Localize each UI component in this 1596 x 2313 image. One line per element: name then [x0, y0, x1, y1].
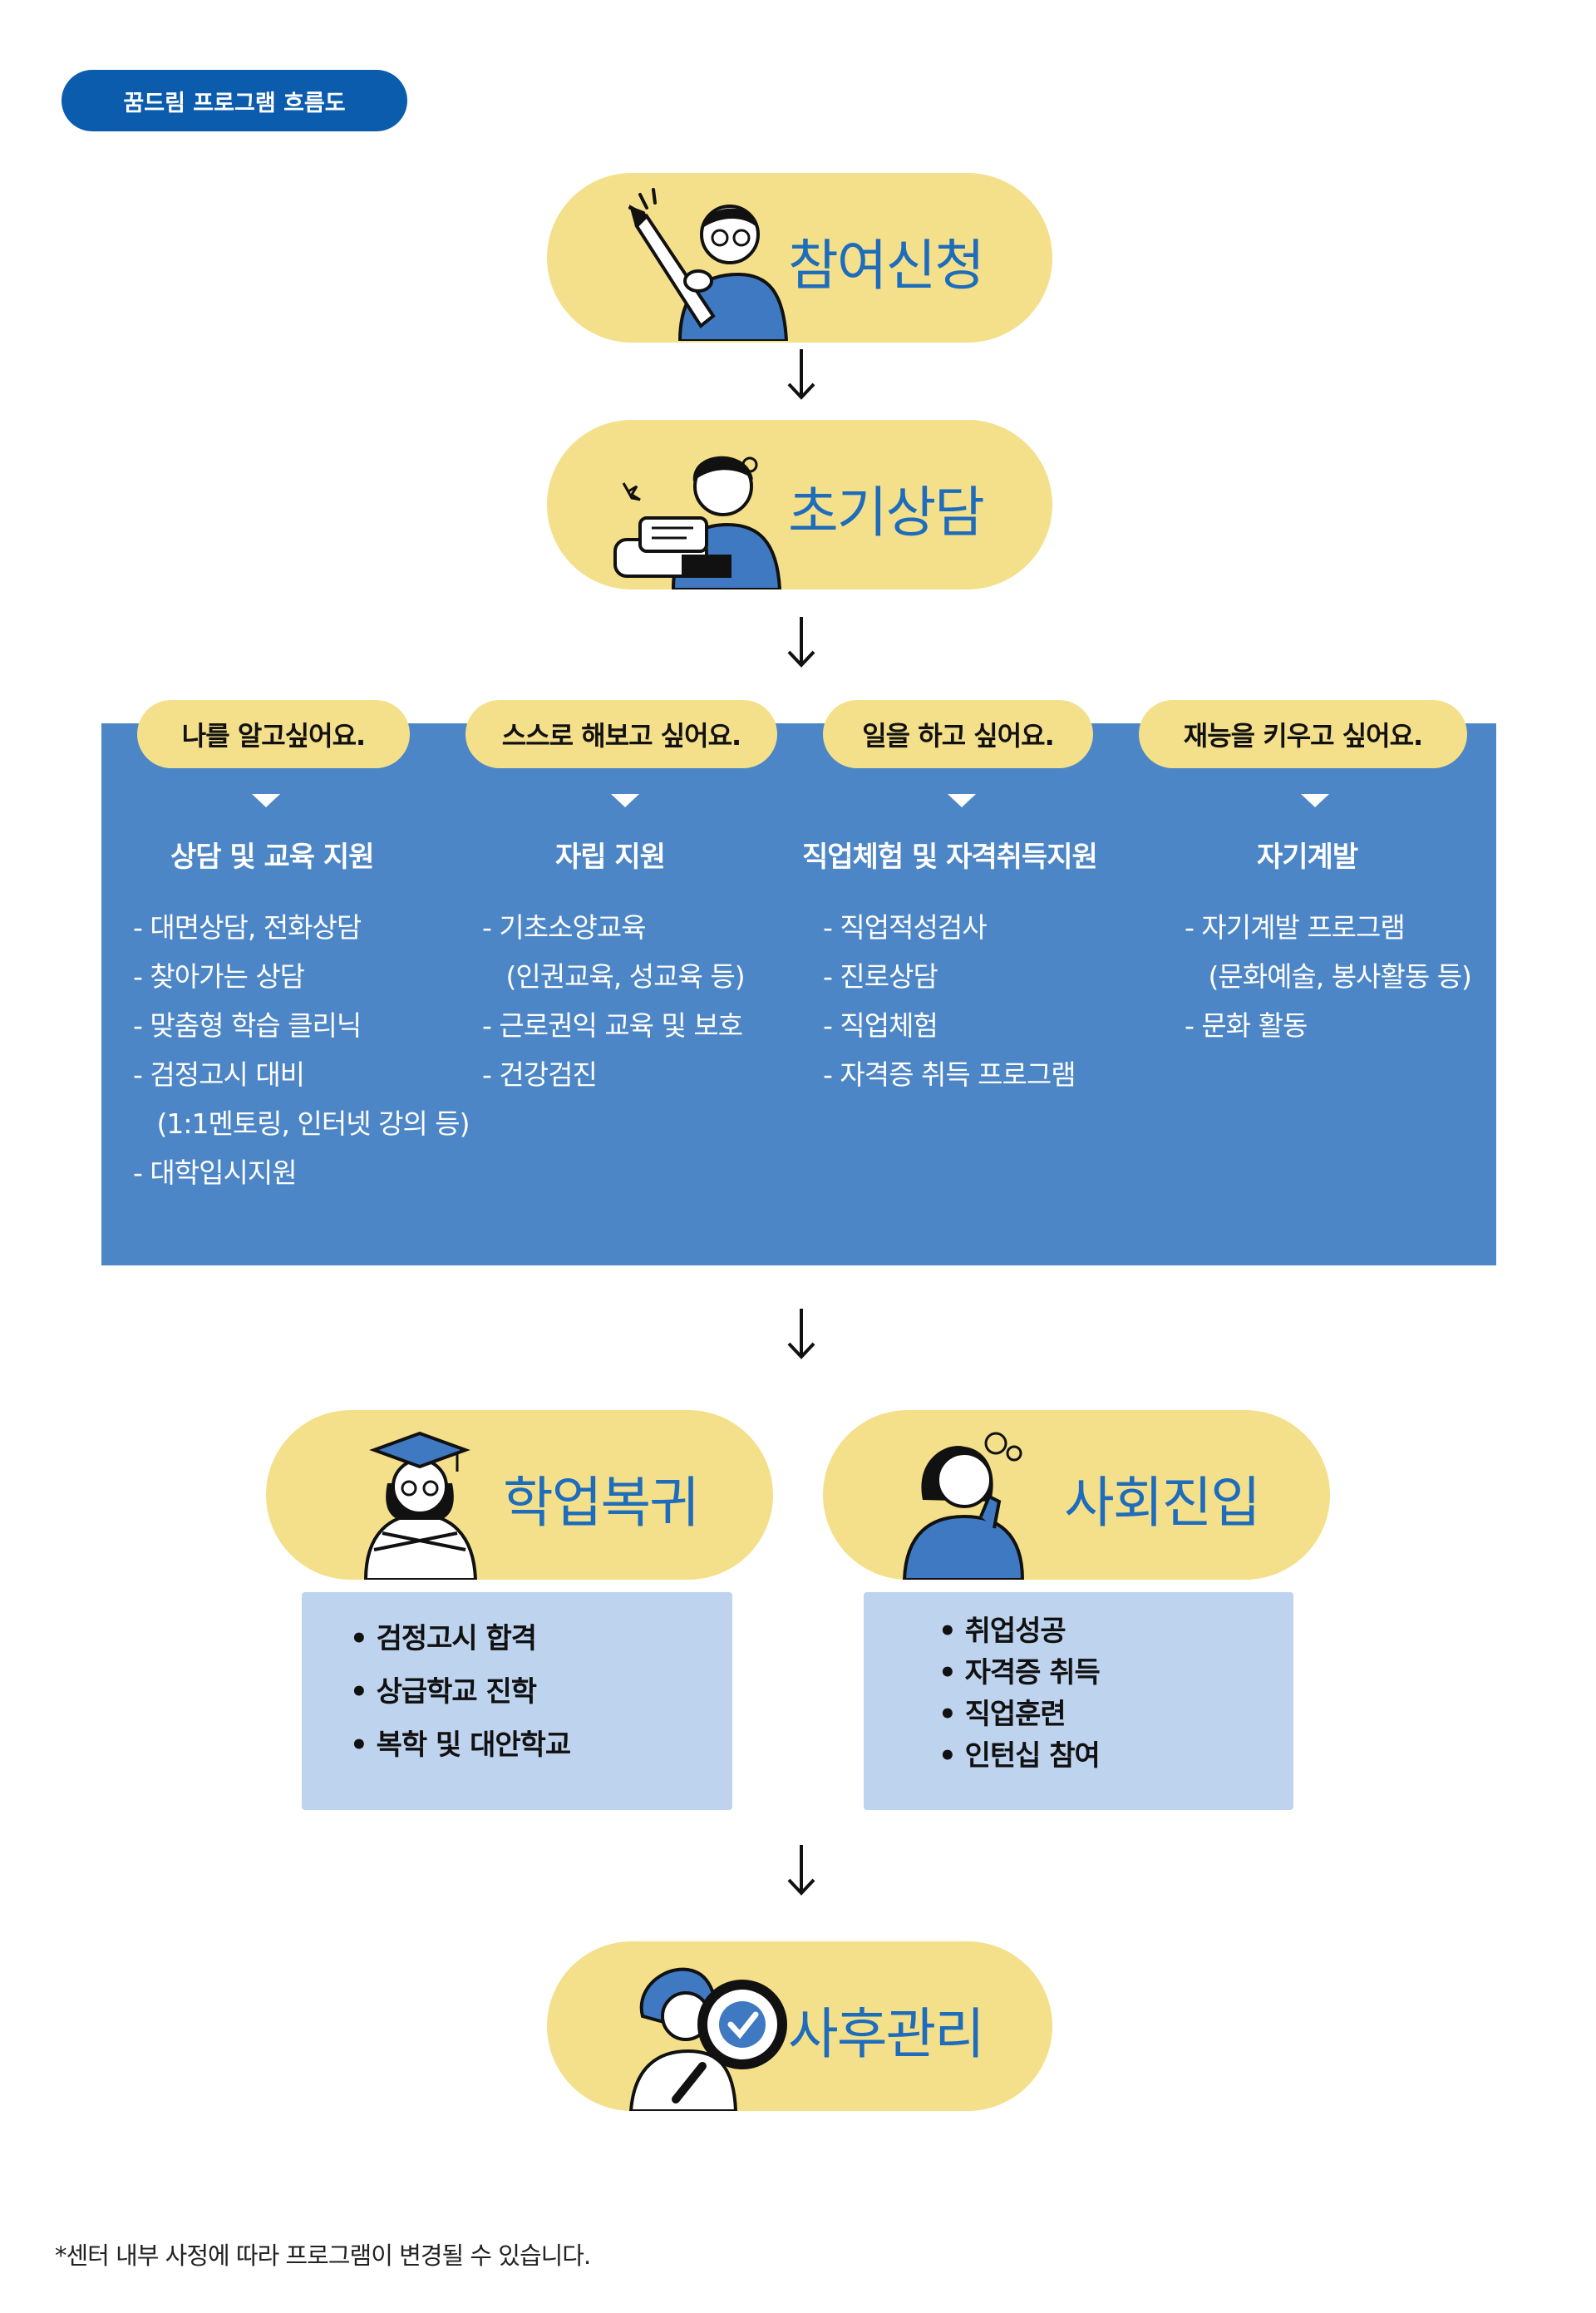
list-item: - 자격증 취득 프로그램	[823, 1058, 1076, 1091]
list-item: - 건강검진	[482, 1058, 598, 1091]
list-item: - 문화 활동	[1185, 1009, 1308, 1042]
down-arrow-icon	[787, 349, 815, 400]
column-list-selfdev: - 자기계발 프로그램 (문화예술, 봉사활동 등) - 문화 활동	[1185, 903, 1472, 1050]
list-item: - 자기계발 프로그램	[1185, 911, 1406, 944]
tag-want-work: 일을 하고 싶어요.	[823, 700, 1093, 768]
stage-apply-label: 참여신청	[788, 234, 985, 298]
result-box-employment: • 취업성공 • 자격증 취득 • 직업훈련 • 인턴십 참여	[864, 1592, 1293, 1810]
column-list-job: - 직업적성검사 - 진로상담 - 직업체험 - 자격증 취득 프로그램	[823, 903, 1076, 1099]
stage-aftercare: 사후관리	[547, 1941, 1052, 2111]
support-panel	[101, 723, 1496, 1265]
list-item: - 진로상담	[823, 960, 938, 993]
list-item: • 검정고시 합격	[350, 1622, 537, 1655]
result-box-return-school: • 검정고시 합격 • 상급학교 진학 • 복학 및 대안학교	[302, 1592, 732, 1810]
list-item: • 취업성공	[938, 1615, 1066, 1648]
column-list-counseling: - 대면상담, 전화상담 - 찾아가는 상담 - 맞춤형 학습 클리닉 - 검정…	[133, 903, 470, 1197]
chevron-down-icon	[611, 794, 639, 807]
tag-know-myself: 나를 알고싶어요.	[137, 700, 410, 768]
column-title-selfdev: 자기계발	[1257, 841, 1358, 874]
stage-return-school: 학업복귀	[266, 1410, 773, 1580]
list-item: • 인턴십 참여	[938, 1739, 1101, 1773]
down-arrow-icon	[787, 1309, 815, 1359]
stage-apply: 참여신청	[547, 173, 1052, 343]
chevron-down-icon	[1301, 794, 1329, 807]
person-typing-icon	[613, 456, 782, 589]
thinking-person-icon	[902, 1432, 1025, 1580]
page-title: 꿈드림 프로그램 흐름도	[62, 70, 407, 131]
stage-consult-label: 초기상담	[788, 481, 985, 545]
list-item: - 기초소양교육	[482, 911, 647, 944]
stage-consult: 초기상담	[547, 420, 1052, 589]
column-title-independence: 자립 지원	[555, 841, 666, 874]
stage-return-school-label: 학업복귀	[503, 1471, 700, 1535]
list-item: • 직업훈련	[938, 1698, 1066, 1731]
stage-aftercare-label: 사후관리	[788, 2002, 985, 2066]
tag-try-myself: 스스로 해보고 싶어요.	[466, 700, 777, 768]
down-arrow-icon	[787, 1845, 815, 1896]
stage-employment-label: 사회진입	[1064, 1471, 1261, 1535]
list-item: - 맞춤형 학습 클리닉	[133, 1009, 362, 1042]
list-item: - 검정고시 대비	[133, 1058, 305, 1091]
footnote: *센터 내부 사정에 따라 프로그램이 변경될 수 있습니다.	[55, 2241, 591, 2270]
list-item: - 찾아가는 상담	[133, 960, 305, 993]
list-item: (문화예술, 봉사활동 등)	[1185, 960, 1471, 993]
tag-develop-talent: 재능을 키우고 싶어요.	[1139, 700, 1467, 768]
list-item: • 복학 및 대안학교	[350, 1729, 571, 1762]
list-item: (1:1멘토링, 인터넷 강의 등)	[133, 1107, 470, 1140]
person-writing-icon	[628, 188, 788, 341]
list-item: • 자격증 취득	[938, 1656, 1101, 1689]
list-item: (인권교육, 성교육 등)	[482, 960, 745, 993]
graduate-icon	[363, 1431, 478, 1580]
magnifier-check-icon	[628, 1967, 787, 2111]
chevron-down-icon	[252, 794, 280, 807]
list-item: - 대면상담, 전화상담	[133, 911, 362, 944]
list-item: • 상급학교 진학	[350, 1675, 537, 1709]
column-title-counseling: 상담 및 교육 지원	[170, 841, 374, 874]
list-item: - 직업체험	[823, 1009, 938, 1042]
list-item: - 근로권익 교육 및 보호	[482, 1009, 743, 1042]
chevron-down-icon	[948, 794, 976, 807]
list-item: - 직업적성검사	[823, 911, 988, 944]
stage-employment: 사회진입	[823, 1410, 1330, 1580]
column-list-independence: - 기초소양교육 (인권교육, 성교육 등) - 근로권익 교육 및 보호 - …	[482, 903, 746, 1099]
list-item: - 대학입시지원	[133, 1156, 298, 1189]
down-arrow-icon	[787, 617, 815, 668]
column-title-job: 직업체험 및 자격취득지원	[802, 841, 1098, 874]
